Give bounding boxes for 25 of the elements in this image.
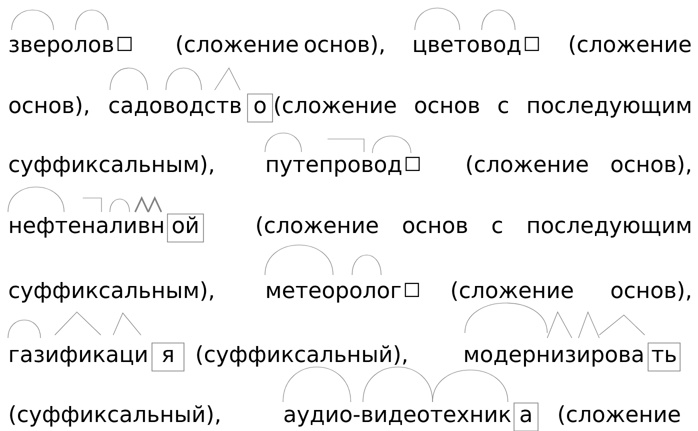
analysed-word: модернизирова (465, 350, 643, 367)
annotation-text: (суффиксальный), (10, 405, 220, 427)
zero-ending-box (118, 36, 132, 51)
zero-ending-box (404, 282, 419, 297)
ending-box: о (247, 94, 273, 122)
annotation-text: (сложение (559, 405, 680, 425)
annotation-text: суффиксальным), (9, 281, 213, 303)
analysed-word: цветовод (414, 40, 520, 56)
ending-box: а (514, 402, 538, 431)
zero-ending-box (524, 36, 539, 51)
analysed-word: садоводств (109, 100, 241, 116)
annotation-text: суффиксальным), (9, 155, 213, 177)
ending-box: я (152, 342, 184, 372)
analysed-word: зверолов (10, 40, 114, 57)
ending-box: ть (648, 342, 681, 372)
ending-box: ой (167, 214, 204, 242)
analysed-word: путепровод (267, 160, 402, 177)
analysed-word: нефтеналивн (10, 216, 163, 238)
annotation-text: (сложение основ), (452, 281, 690, 301)
analysed-word: метеоролог (267, 286, 401, 303)
analysed-word: аудио-видеотехник (284, 410, 511, 427)
zero-ending-box (406, 156, 420, 171)
annotation-text: (сложение основ с последующим (257, 216, 690, 238)
analysed-word: газификаци (10, 346, 146, 367)
annotation-text: (сложение основ), (177, 35, 384, 55)
